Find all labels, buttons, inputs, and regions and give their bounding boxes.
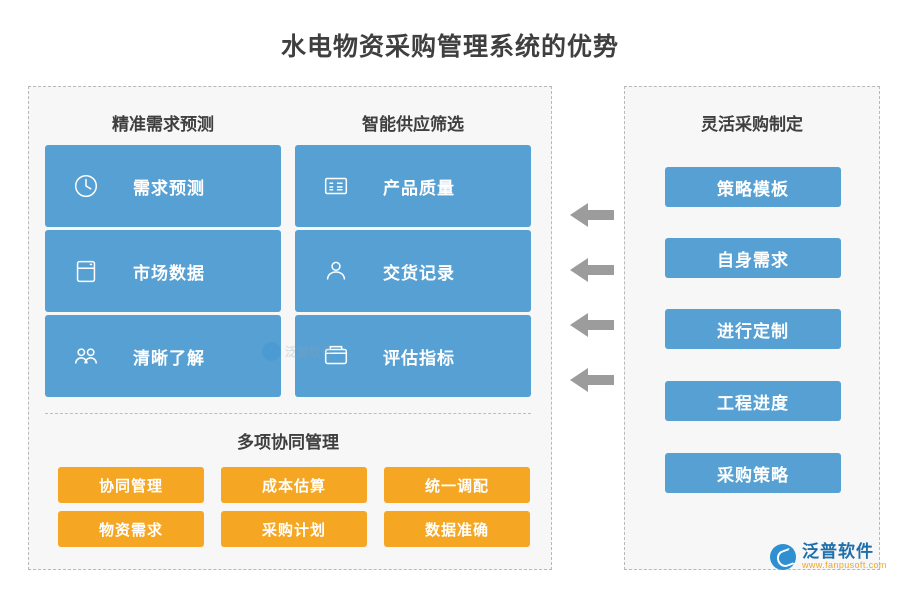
card-own-demand[interactable]: 自身需求 <box>665 238 841 278</box>
clock-icon <box>71 171 101 201</box>
column-heading-flexible-procurement: 灵活采购制定 <box>701 115 803 134</box>
tag-label: 成本估算 <box>261 477 326 495</box>
card-label: 采购策略 <box>717 465 789 485</box>
card-label: 评估指标 <box>383 348 455 368</box>
tag-collaborative-management[interactable]: 协同管理 <box>58 467 204 503</box>
tag-procurement-plan[interactable]: 采购计划 <box>221 511 367 547</box>
card-market-data[interactable]: 市场数据 <box>45 230 281 312</box>
tag-label: 统一调配 <box>424 477 489 495</box>
tag-material-demand[interactable]: 物资需求 <box>58 511 204 547</box>
card-label: 产品质量 <box>383 178 455 198</box>
card-strategy-template[interactable]: 策略模板 <box>665 167 841 207</box>
database-icon <box>71 256 101 286</box>
brand-logo: 泛普软件 www.fanpusoft.com <box>770 543 887 570</box>
brand-name: 泛普软件 <box>802 542 874 561</box>
card-product-quality[interactable]: 产品质量 <box>295 145 531 227</box>
column-heading-demand-forecast: 精准需求预测 <box>112 115 214 134</box>
card-label: 市场数据 <box>133 263 205 283</box>
card-delivery-record[interactable]: 交货记录 <box>295 230 531 312</box>
brand-url: www.fanpusoft.com <box>802 559 887 570</box>
tag-label: 协同管理 <box>98 477 163 495</box>
arrow-left-icon <box>570 255 614 285</box>
arrow-left-icon <box>570 310 614 340</box>
card-label: 交货记录 <box>383 263 455 283</box>
people-icon <box>71 341 101 371</box>
tag-label: 数据准确 <box>424 521 489 539</box>
card-label: 清晰了解 <box>133 348 205 368</box>
brand-logo-text: 泛普软件 www.fanpusoft.com <box>802 543 887 570</box>
folder-icon <box>321 341 351 371</box>
card-evaluation-index[interactable]: 评估指标 <box>295 315 531 397</box>
brand-logo-icon <box>770 543 796 570</box>
document-list-icon <box>321 171 351 201</box>
card-project-progress[interactable]: 工程进度 <box>665 381 841 421</box>
tag-label: 采购计划 <box>261 521 326 539</box>
card-label: 策略模板 <box>717 179 789 199</box>
card-label: 工程进度 <box>717 393 789 413</box>
card-clear-understanding[interactable]: 清晰了解 <box>45 315 281 397</box>
person-icon <box>321 256 351 286</box>
tag-label: 物资需求 <box>98 521 163 539</box>
panel-divider <box>45 413 531 414</box>
tag-data-accuracy[interactable]: 数据准确 <box>384 511 530 547</box>
card-demand-forecast[interactable]: 需求预测 <box>45 145 281 227</box>
arrow-left-icon <box>570 200 614 230</box>
card-customization[interactable]: 进行定制 <box>665 309 841 349</box>
tag-unified-allocation[interactable]: 统一调配 <box>384 467 530 503</box>
card-label: 自身需求 <box>717 250 789 270</box>
page-title: 水电物资采购管理系统的优势 <box>280 33 619 61</box>
card-label: 需求预测 <box>133 178 205 198</box>
arrow-left-icon <box>570 365 614 395</box>
column-heading-supplier-screening: 智能供应筛选 <box>362 115 464 134</box>
card-label: 进行定制 <box>717 321 789 341</box>
tag-cost-estimation[interactable]: 成本估算 <box>221 467 367 503</box>
card-procurement-strategy[interactable]: 采购策略 <box>665 453 841 493</box>
column-heading-collaborative-management: 多项协同管理 <box>237 433 339 452</box>
